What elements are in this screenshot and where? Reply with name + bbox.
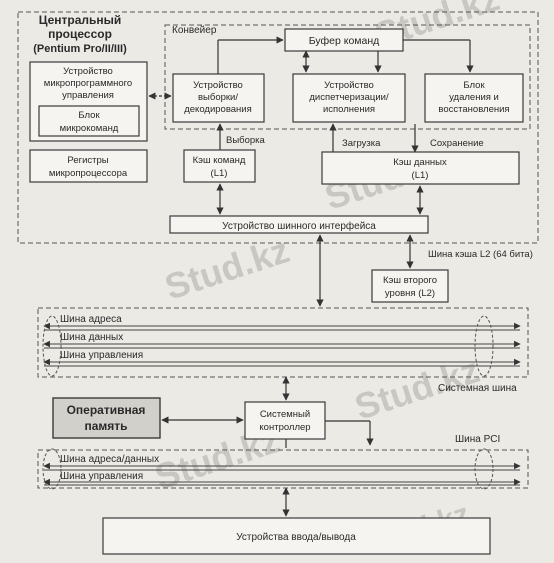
system-bus-control: Шина управления: [60, 350, 143, 361]
retire-unit: [424, 73, 524, 123]
bus-interface-label: Устройство шинного интерфейса: [222, 220, 376, 232]
main-memory-label: Оперативная: [67, 403, 146, 417]
system-controller-label: контроллер: [259, 422, 310, 433]
instruction-cache-l1: [183, 149, 256, 183]
main-memory: [52, 397, 161, 439]
microcode-block-label: Блок: [78, 110, 100, 121]
system-bus-data: Шина данных: [60, 332, 123, 343]
fetch-decode-label: выборки/: [198, 92, 238, 103]
retire-label: Блок: [463, 80, 485, 91]
dispatch-execute-label: Устройство: [324, 80, 374, 91]
pci-address-data: Шина адреса/данных: [60, 454, 159, 465]
dcache-label: Кэш данных: [393, 157, 447, 168]
l2-bus-label: Шина кэша L2 (64 бита): [428, 249, 533, 260]
fetch-label: Выборка: [226, 135, 266, 146]
microprogram-unit-label: микропрограммного: [44, 78, 132, 89]
pipeline-label: Конвейер: [172, 25, 217, 36]
icache-label: (L1): [211, 168, 228, 179]
fetch-decode-unit: [172, 73, 265, 123]
l2-cache-label: уровня (L2): [385, 288, 435, 299]
instruction-buffer-label: Буфер команд: [309, 35, 380, 47]
bus-interface-unit: [169, 215, 429, 234]
dcache-label: (L1): [412, 170, 429, 181]
main-memory-label: память: [84, 419, 127, 433]
registers-label: Регистры: [67, 155, 108, 166]
retire-label: восстановления: [438, 104, 509, 115]
cpu-boundary: [17, 11, 539, 244]
dispatch-execute-label: диспетчеризации/: [309, 92, 389, 103]
icache-label: Кэш команд: [193, 155, 246, 166]
system-bus-name: Системная шина: [438, 383, 517, 394]
l2-cache: [371, 269, 449, 303]
system-controller: [244, 401, 326, 440]
microcode-block: [38, 105, 140, 137]
l2-cache-label: Кэш второго: [383, 275, 437, 286]
system-bus-address: Шина адреса: [60, 314, 122, 325]
system-bus-ellipse: [42, 315, 62, 377]
retire-label: удаления и: [449, 92, 499, 103]
io-devices-label: Устройства ввода/вывода: [236, 532, 356, 543]
fetch-decode-label: декодирования: [184, 104, 252, 115]
registers-block: [29, 149, 148, 183]
store-label: Сохранение: [430, 138, 484, 149]
microprogram-unit-label: управления: [62, 90, 114, 101]
pci-bus-ellipse: [42, 448, 62, 490]
load-label: Загрузка: [342, 138, 381, 149]
registers-label: микропроцессора: [49, 168, 128, 179]
cpu-title-line3: (Pentium Pro/II/III): [33, 43, 127, 55]
pci-bus-ellipse: [474, 448, 494, 490]
microcode-block-label: микрокоманд: [60, 123, 119, 134]
fetch-decode-label: Устройство: [193, 80, 243, 91]
microprogram-unit-label: Устройство: [63, 66, 113, 77]
cpu-title-line2: процессор: [48, 27, 112, 41]
dispatch-execute-label: исполнения: [323, 104, 375, 115]
system-bus-ellipse: [474, 315, 494, 377]
pipeline-boundary: [164, 24, 531, 130]
watermark-text: Stud.kz: [160, 229, 294, 308]
data-cache-l1: [321, 151, 520, 185]
pci-bus-name: Шина PCI: [455, 434, 500, 445]
io-devices: [102, 517, 491, 555]
cpu-title-line1: Центральный: [39, 13, 122, 27]
pci-control: Шина управления: [60, 471, 143, 482]
system-controller-label: Системный: [260, 409, 310, 420]
dispatch-execute-unit: [292, 73, 406, 123]
